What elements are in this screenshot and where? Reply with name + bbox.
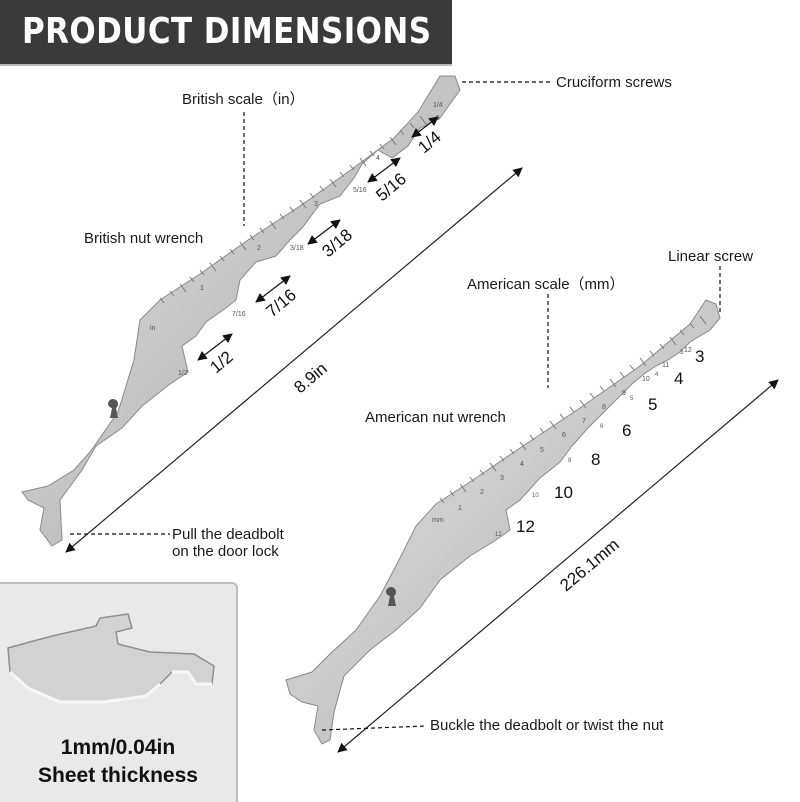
buckle-deadbolt-label: Buckle the deadbolt or twist the nut	[430, 717, 664, 734]
american-mark-3: 3	[680, 350, 684, 356]
linear-screw-label: Linear screw	[668, 248, 754, 265]
thickness-value: 1mm/0.04in	[60, 736, 176, 759]
british-mark-3: 3/18	[290, 245, 304, 252]
british-mark-1: 1/4	[433, 102, 443, 109]
american-wrench-tool: mm 1 2 3 4 5 6 7 8 9 10 11 12 3 4 5 6 8 …	[285, 299, 721, 745]
british-size-1-2: 1/2	[206, 347, 236, 377]
british-mark-2: 5/16	[353, 187, 367, 194]
british-mark-4: 7/16	[232, 311, 246, 318]
american-scale-3: 3	[500, 475, 504, 482]
american-nut-label: American nut wrench	[365, 409, 506, 426]
american-mark-5: 5	[630, 396, 634, 402]
british-scale-2: 2	[257, 245, 261, 252]
american-scale-9: 9	[622, 390, 626, 397]
british-scale-unit: in	[150, 325, 156, 332]
american-scale-unit: mm	[432, 517, 444, 524]
american-scale-12: 12	[684, 347, 692, 354]
american-length-arrow	[337, 379, 779, 753]
british-nut-label: British nut wrench	[84, 230, 204, 247]
thickness-caption: Sheet thickness	[38, 764, 198, 787]
american-scale-10: 10	[642, 376, 650, 383]
sheet-edge-illustration	[7, 613, 215, 704]
british-size-7-16: 7/16	[262, 285, 300, 321]
american-scale-label: American scale（mm）	[467, 276, 625, 293]
british-length-label: 8.9in	[290, 359, 330, 397]
british-scale-1: 1	[200, 285, 204, 292]
british-mark-5: 1/2	[178, 370, 188, 377]
british-size-arrows	[197, 116, 439, 361]
american-scale-2: 2	[480, 489, 484, 496]
pull-deadbolt-label-2: on the door lock	[172, 543, 279, 560]
american-size-10: 10	[554, 483, 573, 502]
american-size-12: 12	[516, 517, 535, 536]
american-size-8: 8	[591, 450, 600, 469]
american-scale-5: 5	[540, 447, 544, 454]
american-scale-4: 4	[520, 461, 524, 468]
american-scale-8: 8	[602, 404, 606, 411]
american-mark-12: 12	[495, 532, 502, 538]
title-banner: PRODUCT DIMENSIONS	[0, 0, 452, 64]
british-size-3-18: 3/18	[318, 225, 356, 261]
american-scale-7: 7	[582, 418, 586, 425]
keyhole-icon	[108, 399, 119, 418]
british-length-arrow	[65, 167, 523, 553]
british-scale-3: 3	[314, 201, 318, 208]
thickness-inset: 1mm/0.04in Sheet thickness	[0, 582, 238, 802]
leader-lines	[70, 81, 721, 731]
american-scale-1: 1	[458, 505, 462, 512]
pull-deadbolt-label-1: Pull the deadbolt	[172, 526, 284, 543]
american-mark-8: 8	[568, 458, 572, 464]
cruciform-label: Cruciform screws	[556, 74, 672, 91]
american-mark-4: 4	[655, 372, 659, 378]
american-size-3: 3	[695, 347, 704, 366]
american-size-4: 4	[674, 369, 683, 388]
american-scale-6: 6	[562, 432, 566, 439]
american-mark-6: 6	[600, 424, 604, 430]
american-size-6: 6	[622, 421, 631, 440]
american-mark-10: 10	[532, 493, 539, 499]
banner-title: PRODUCT DIMENSIONS	[22, 11, 432, 52]
british-scale-4: 4	[376, 155, 380, 162]
american-size-5: 5	[648, 395, 657, 414]
american-length-label: 226.1mm	[556, 535, 623, 595]
american-scale-11: 11	[662, 362, 669, 369]
british-wrench-tool: 1/4 5/16 3/18 7/16 1/2 in 1 2 3 4 5	[21, 75, 461, 547]
british-scale-label: British scale（in）	[182, 91, 305, 108]
